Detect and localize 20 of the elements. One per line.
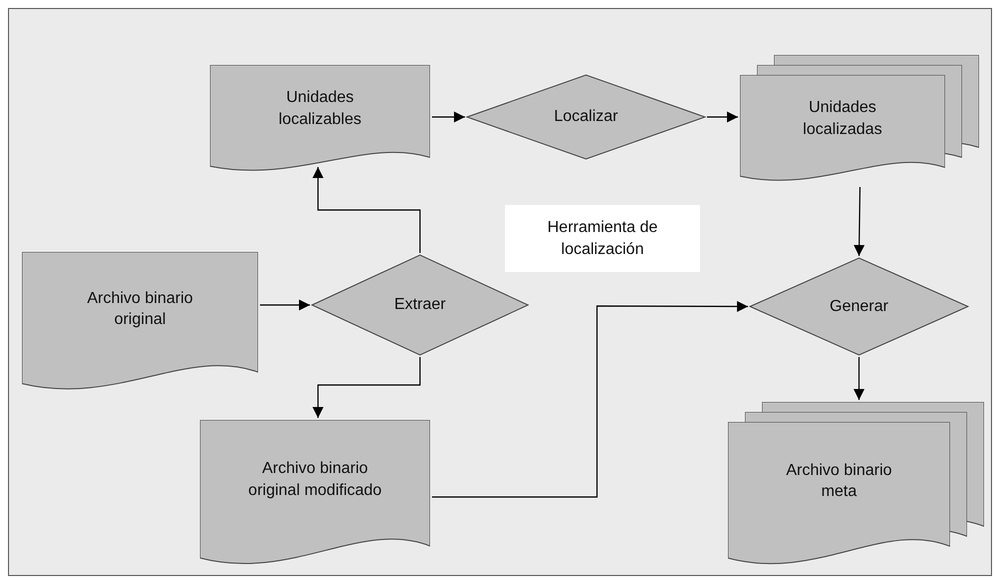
node-label: Localizar — [554, 107, 618, 128]
node-label: Unidades localizadas — [802, 98, 884, 140]
arrow — [854, 357, 864, 400]
arrow — [432, 300, 748, 498]
node-label: Generar — [830, 296, 888, 317]
arrow — [432, 112, 465, 122]
arrow — [854, 186, 865, 256]
decision-diamond — [467, 75, 705, 159]
node-label: Archivo binario original — [86, 288, 194, 330]
decision-diamond — [312, 255, 528, 355]
node-label: Extraer — [394, 295, 446, 316]
node-label: Herramienta de localización — [546, 218, 659, 260]
arrow — [707, 112, 738, 122]
arrow — [312, 167, 421, 253]
node-label: Archivo binario original modificado — [247, 459, 383, 501]
node-label: Unidades localizables — [278, 88, 362, 130]
node-label: Archivo binario meta — [785, 460, 893, 502]
decision-diamond — [750, 258, 968, 355]
arrow — [260, 300, 310, 310]
arrow — [312, 357, 421, 418]
